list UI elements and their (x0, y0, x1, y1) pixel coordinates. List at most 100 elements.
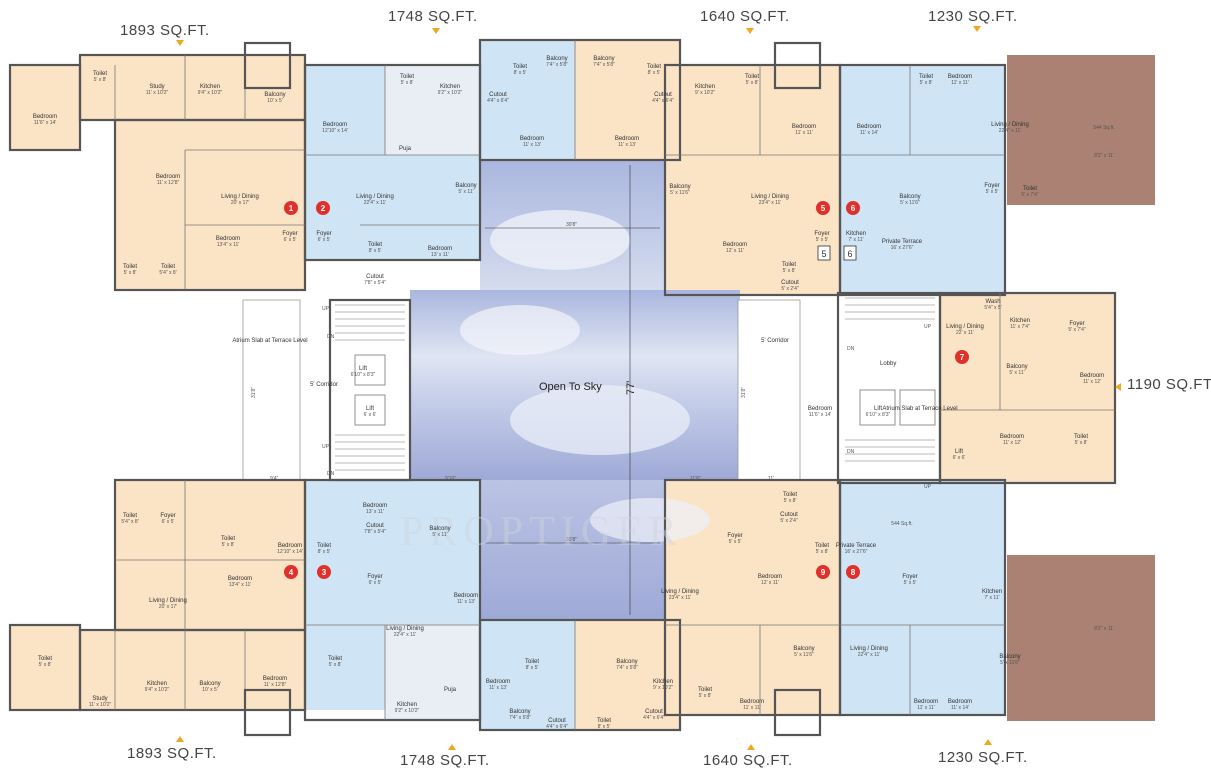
room-size: 7'8" x 5'4" (364, 529, 386, 535)
room-name: Living / Dining (386, 626, 424, 632)
unit-number: 1 (289, 204, 294, 213)
room-size: 5' x 11' (1009, 370, 1024, 376)
room-name: Cutout (780, 512, 798, 518)
room-size: 5' x 5' (729, 539, 742, 545)
room-size: 8' x 5' (514, 70, 527, 76)
side-number-text: 5 (821, 249, 826, 259)
room-size: 5' x 8' (401, 80, 414, 86)
room-name: Toilet (123, 513, 137, 519)
room-size: 7'8" x 5'4" (364, 280, 386, 286)
unit-marker-dot (846, 201, 860, 215)
room-name: Bedroom (914, 699, 938, 705)
room-size: 11' x 11' (951, 80, 969, 86)
room-name: Lift (955, 449, 963, 455)
arrow-icon (973, 26, 981, 32)
room-name: Balcony (899, 194, 920, 200)
room-name: Bedroom (428, 246, 452, 252)
room-size: 22'4" x 11' (394, 632, 417, 638)
room-size: 5' x 5' (986, 189, 999, 195)
room-size: 13'4" x 11' (217, 242, 240, 248)
room-name: Foyer (367, 574, 382, 580)
room-size: 8' x 5' (318, 549, 331, 555)
room-label: 544 Sq.ft. (891, 521, 912, 527)
room-name: Toilet (1074, 434, 1088, 440)
room-size: 5' x 11' (432, 532, 447, 538)
room-name: Bedroom (723, 242, 747, 248)
room-name: Toilet (328, 656, 342, 662)
unit-marker: 2 (316, 201, 330, 215)
arrow-icon (176, 736, 184, 742)
room-label: Puja (444, 687, 457, 693)
room-size: 11' x 12'8" (264, 682, 287, 688)
room-name: Balcony (616, 659, 637, 665)
area-label-top-1: 1893 SQ.FT. (120, 22, 210, 39)
room-size: 5' x 8' (920, 80, 933, 86)
arrow-icon (747, 744, 755, 750)
room-size: 10' x 5' (267, 98, 283, 104)
room-size: 7'4" x 5'8" (616, 665, 638, 671)
misc-dimension: 31'8" (741, 387, 747, 398)
room-size: 12' x 11' (726, 248, 744, 254)
room-size: 7'4" x 5'8" (509, 715, 531, 721)
side-number-box (817, 245, 831, 261)
room-name: Bedroom (228, 576, 252, 582)
room-name: Foyer (316, 231, 331, 237)
room-size: 5' x 5' (816, 237, 829, 243)
room-name: Cutout (781, 280, 799, 286)
room-size: 5' x 11' (458, 189, 473, 195)
room-name: Bedroom (1000, 434, 1024, 440)
room-size: 6' x 5' (284, 237, 297, 243)
room-name: Toilet (783, 492, 797, 498)
room-name: Bedroom (278, 543, 302, 549)
room-size: 544 Sq.ft. (1093, 125, 1114, 131)
room-size: 8' x 5' (648, 70, 661, 76)
room-size: 20' x 17' (231, 200, 249, 206)
room-name: Balcony (999, 654, 1020, 660)
atrium-left (242, 299, 301, 481)
room-name: Bedroom (454, 593, 478, 599)
private-terrace-bottom (1007, 555, 1155, 721)
room-name: Bedroom (615, 136, 639, 142)
stair-label: UP (322, 444, 330, 450)
misc-dimension: 31'8" (251, 387, 257, 398)
room-name: Bedroom (948, 699, 972, 705)
arrow-icon (432, 28, 440, 34)
room-name: Balcony (669, 184, 690, 190)
stair-label: DN (327, 334, 335, 340)
room-size: 11' x 14' (951, 705, 969, 711)
room-name: Toilet (782, 262, 796, 268)
room-name: Bedroom (156, 174, 180, 180)
room-size: 8'2" x 11' (1094, 626, 1114, 632)
stair-label: DN (847, 346, 855, 352)
